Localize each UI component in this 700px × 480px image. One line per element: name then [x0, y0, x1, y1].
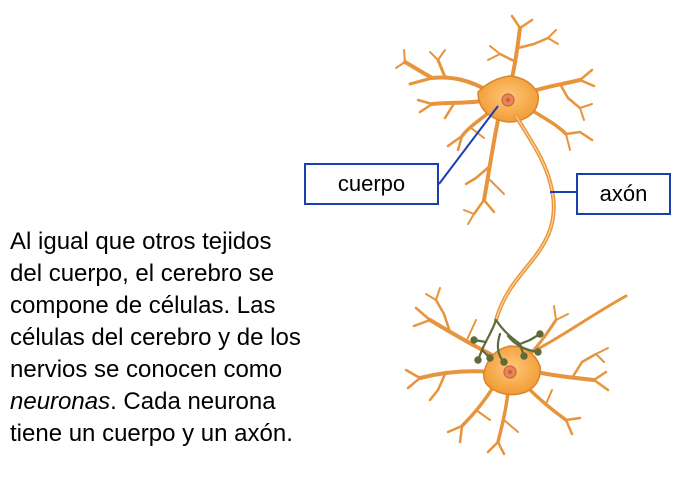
- description-line-4: células del cerebro y de los: [10, 324, 301, 351]
- neuronas-term: neuronas: [10, 388, 111, 415]
- upper-neuron-nucleolus: [505, 97, 511, 103]
- description-line-5: nervios se conocen como: [10, 356, 283, 383]
- description-line-1: Al igual que otros tejidos: [10, 228, 272, 255]
- description-line-2: del cuerpo, el cerebro se: [10, 260, 275, 287]
- axon-highlight: [495, 115, 555, 321]
- axon-label: axón: [576, 173, 671, 215]
- axon-terminals: [470, 318, 544, 366]
- description-text: Al igual que otros tejidos del cuerpo, e…: [10, 226, 355, 450]
- cell-body-label: cuerpo: [304, 163, 439, 205]
- axon-label-text: axón: [599, 181, 648, 206]
- description-line-3: compone de células. Las: [10, 292, 276, 319]
- axon: [494, 114, 556, 322]
- cuerpo-leader-line: [438, 105, 499, 185]
- description-line-7: tiene un cuerpo y un axón.: [10, 420, 293, 447]
- cell-body-label-text: cuerpo: [337, 171, 406, 196]
- lower-neuron-nucleolus: [507, 369, 513, 375]
- description-line-6: . Cada neurona: [110, 388, 276, 415]
